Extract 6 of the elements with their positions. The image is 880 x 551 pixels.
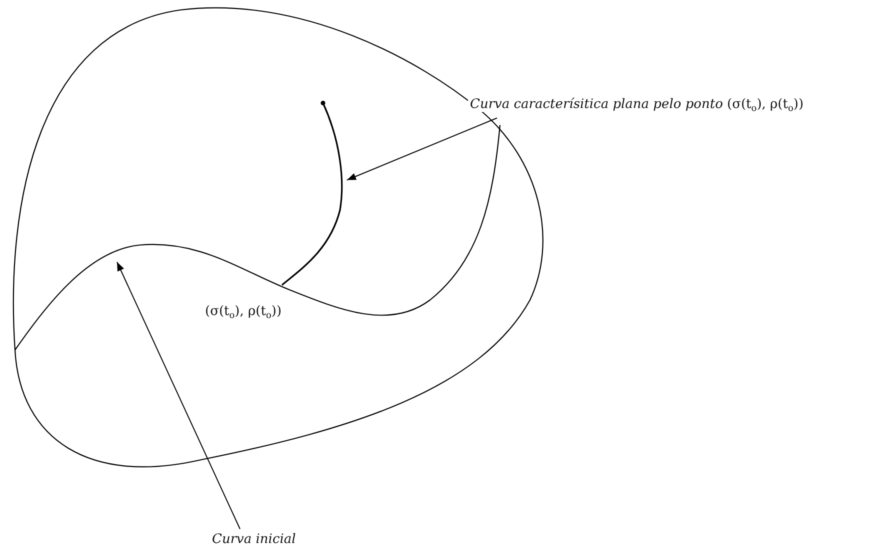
leader-arrow — [116, 262, 240, 530]
curve-label: Curva caracterísitica plana pelo ponto (σ(t$_{o}$), ρ(t$_{o}$)) — [468, 97, 806, 112]
characteristic-curve — [282, 100, 343, 286]
leader-arrow — [346, 118, 498, 180]
initial-curve — [14, 124, 501, 350]
point-label: (σ(t$_{o}$), ρ(t$_{o}$)) — [205, 304, 282, 322]
